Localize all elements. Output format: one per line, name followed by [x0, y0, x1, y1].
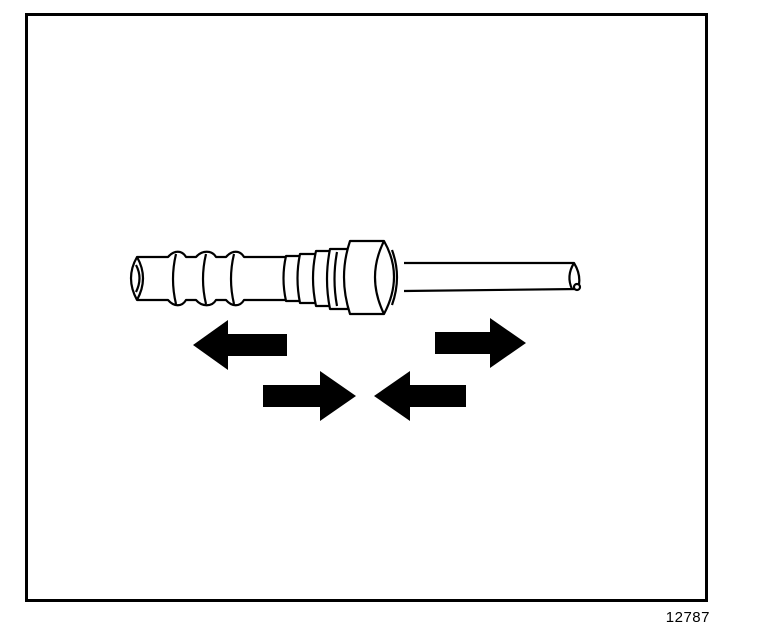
left-tube	[129, 250, 302, 307]
direction-arrows	[193, 318, 526, 421]
collar-ring-2	[296, 252, 318, 305]
left-tube-end-arc	[135, 264, 141, 293]
arrow-lower-right-icon	[374, 371, 466, 421]
right-tube-end-opening	[572, 282, 582, 292]
left-tube-bead-1	[171, 253, 178, 305]
left-tube-bead-2	[201, 253, 208, 305]
figure-number: 12787	[665, 609, 710, 626]
right-tube	[403, 261, 581, 293]
left-tube-bead-3	[229, 253, 236, 305]
connector-sleeve-front	[374, 240, 385, 315]
arrow-upper-left-icon	[193, 320, 287, 370]
connector-sleeve	[342, 239, 395, 316]
connector-body	[325, 247, 350, 311]
arrow-upper-right-icon	[435, 318, 526, 368]
quick-connect-fitting	[129, 239, 582, 316]
arrow-lower-left-icon	[263, 371, 356, 421]
connector-sleeve-rim	[390, 249, 399, 306]
connector-body-highlight	[333, 251, 339, 307]
left-tube-end	[136, 256, 145, 301]
collar-ring-3	[311, 249, 332, 308]
collar-ring-1	[282, 254, 302, 303]
right-tube-end	[568, 262, 575, 290]
